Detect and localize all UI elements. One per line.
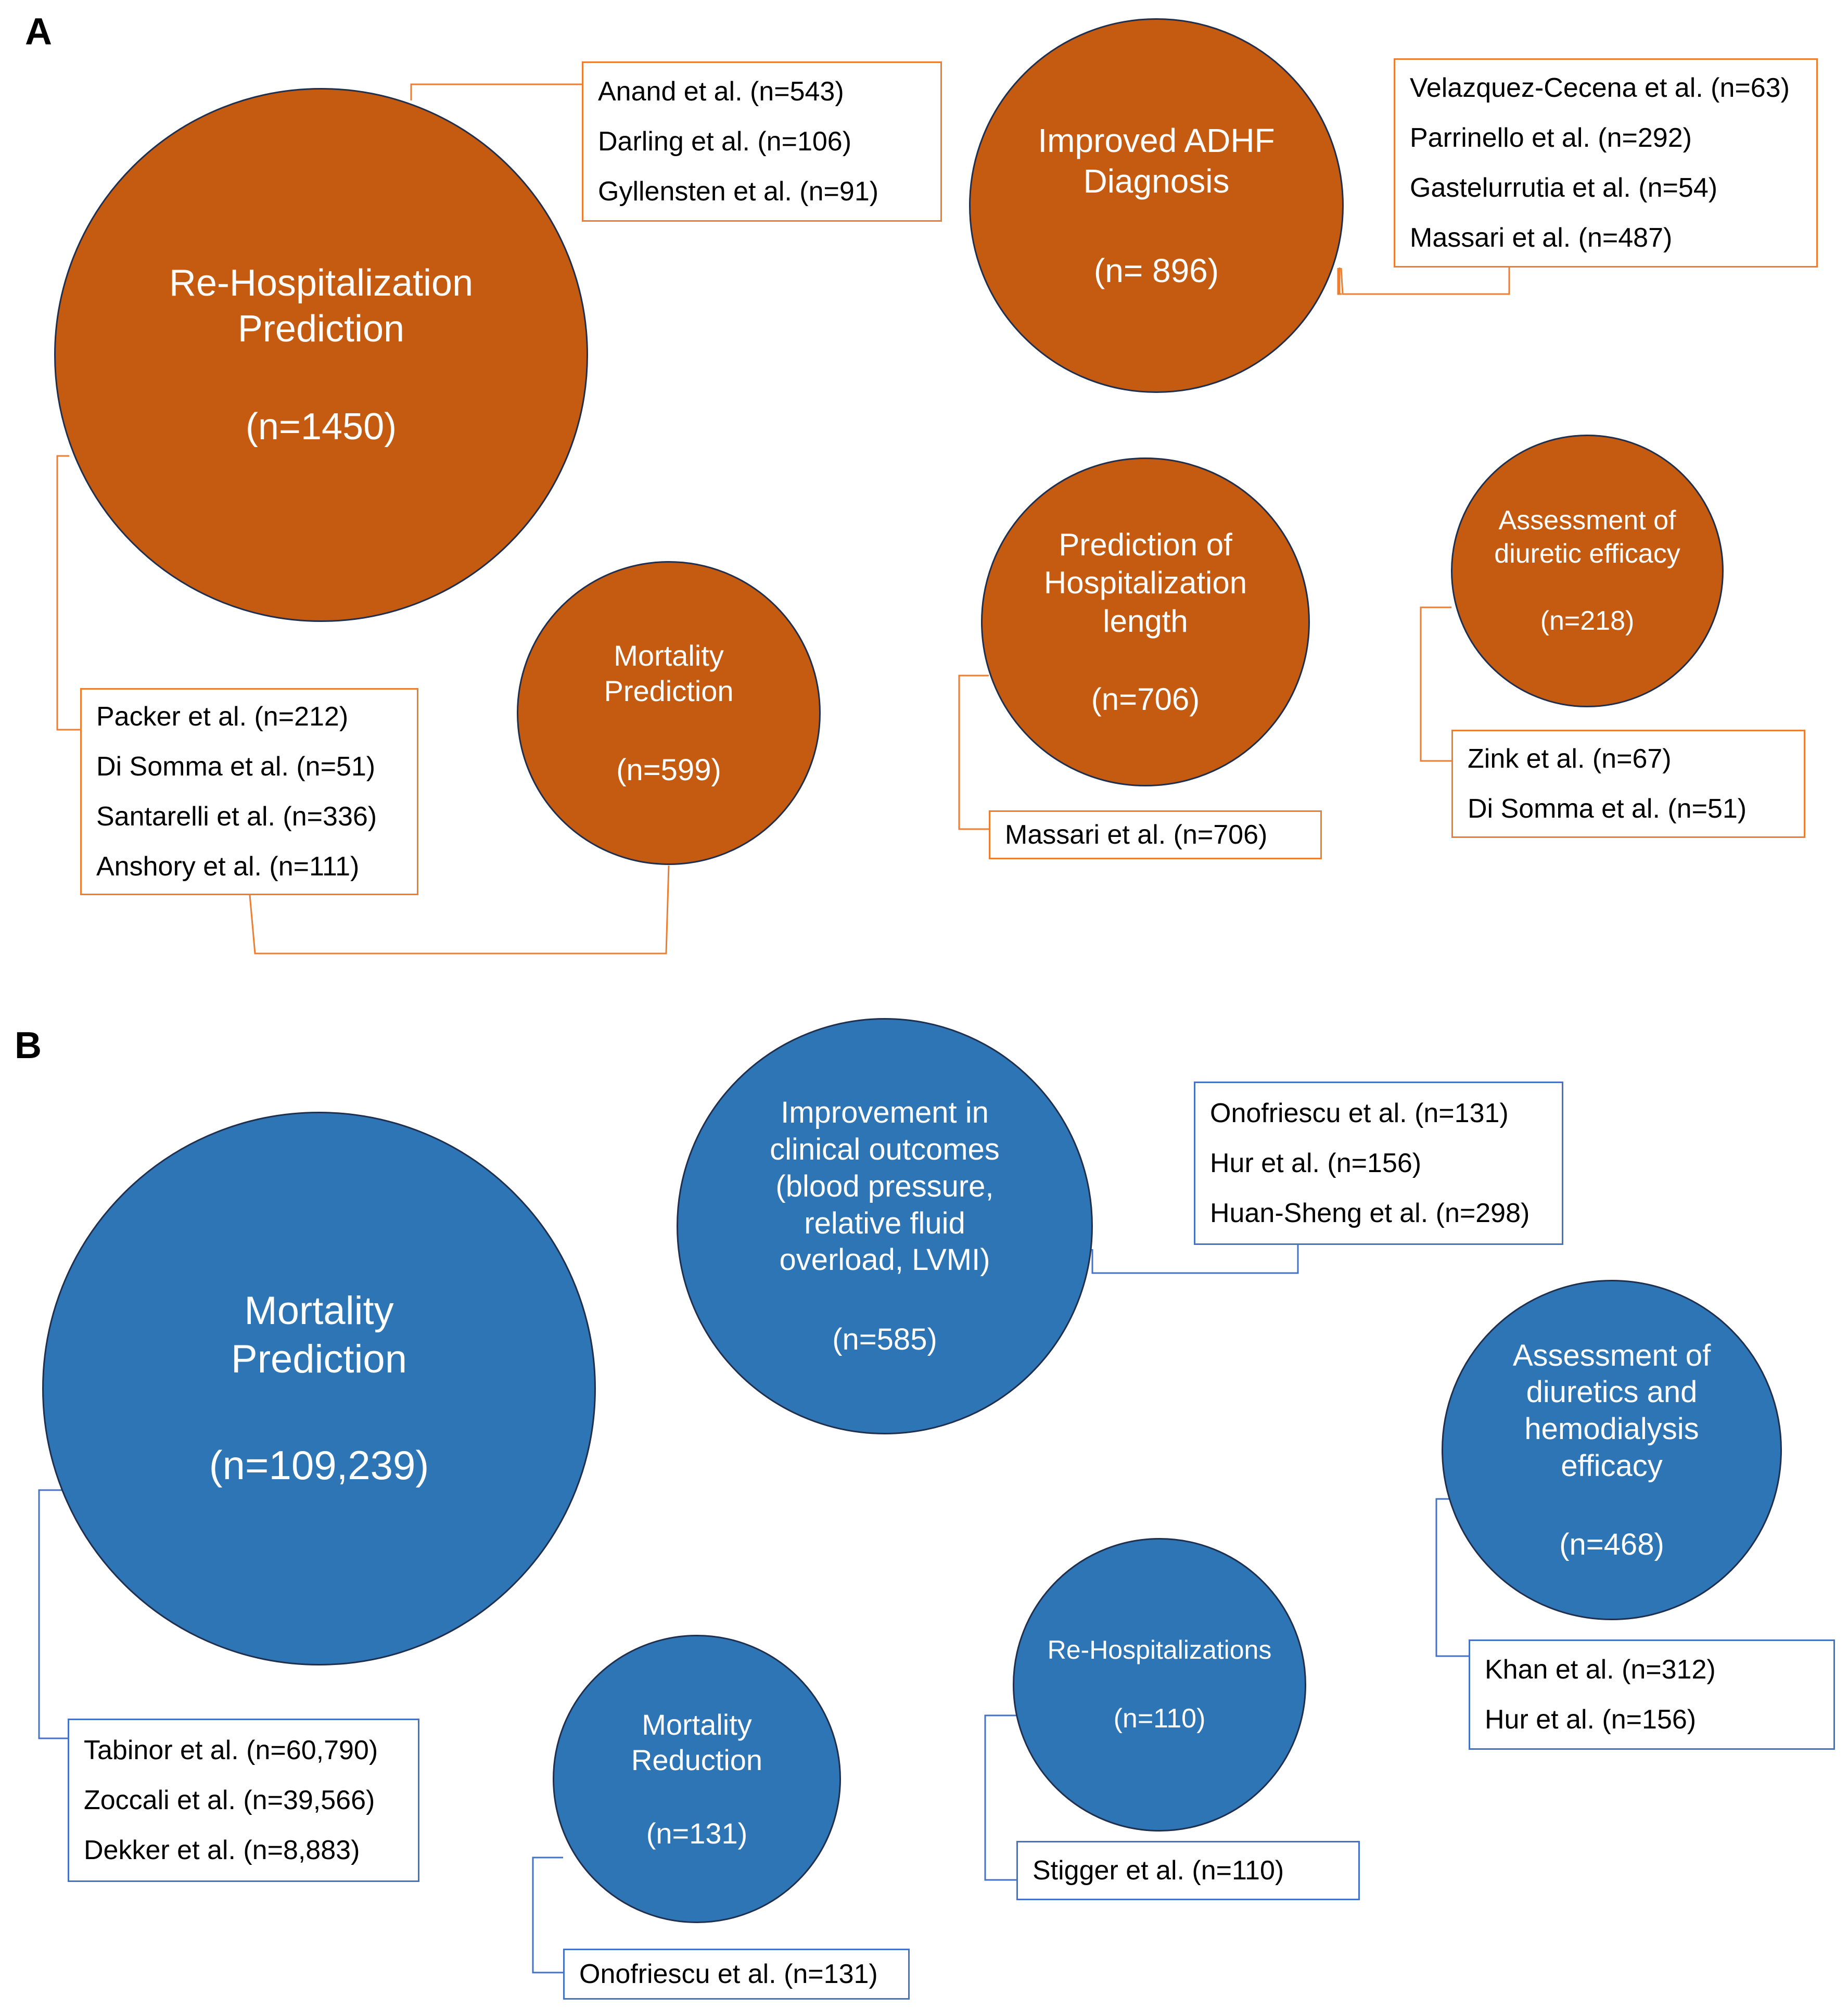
study-reference: Parrinello et al. (n=292) bbox=[1410, 123, 1692, 153]
study-reference: Velazquez-Cecena et al. (n=63) bbox=[1410, 73, 1790, 103]
a-diuretic-circle: Assessment of diuretic efficacy (n=218) bbox=[1451, 435, 1724, 707]
a-hosp-length-studies-box: Massari et al. (n=706) bbox=[989, 810, 1322, 859]
a-rehosp-circle: Re-Hospitalization Prediction (n=1450) bbox=[54, 88, 588, 622]
b-mort-reduction-studies-box: Onofriescu et al. (n=131) bbox=[563, 1949, 910, 2000]
connector-line bbox=[532, 1857, 563, 1974]
a-hosp-length-circle: Prediction of Hospitalization length (n=7… bbox=[981, 457, 1310, 786]
study-reference: Hur et al. (n=156) bbox=[1485, 1705, 1697, 1735]
study-reference: Huan-Sheng et al. (n=298) bbox=[1210, 1198, 1530, 1228]
b-mortality-studies-box: Tabinor et al. (n=60,790) Zoccali et al. … bbox=[68, 1719, 419, 1882]
a-adhf-studies-box: Velazquez-Cecena et al. (n=63) Parrinello… bbox=[1394, 58, 1818, 268]
a-rehosp-studies-box: Anand et al. (n=543) Darling et al. (n=10… bbox=[582, 61, 942, 222]
a-adhf-count: (n= 896) bbox=[1093, 252, 1219, 290]
connector-line bbox=[56, 455, 80, 731]
study-reference: Di Somma et al. (n=51) bbox=[96, 752, 376, 782]
study-reference: Khan et al. (n=312) bbox=[1485, 1655, 1716, 1685]
b-mortality-circle: Mortality Prediction (n=109,239) bbox=[42, 1112, 596, 1665]
a-adhf-title: Improved ADHF Diagnosis bbox=[1038, 122, 1275, 200]
a-mortality-circle: Mortality Prediction (n=599) bbox=[517, 561, 821, 865]
panel-b-label: B bbox=[15, 1025, 42, 1066]
study-reference: Anand et al. (n=543) bbox=[598, 77, 844, 107]
study-reference: Zink et al. (n=67) bbox=[1468, 744, 1672, 774]
b-diuretics-hd-circle: Assessment of diuretics and hemodialysis… bbox=[1442, 1280, 1782, 1620]
b-clinical-studies-box: Onofriescu et al. (n=131) Hur et al. (n=1… bbox=[1194, 1082, 1563, 1245]
study-reference: Dekker et al. (n=8,883) bbox=[84, 1835, 360, 1865]
connector-line bbox=[958, 675, 989, 830]
connector-line bbox=[1339, 268, 1342, 295]
study-reference: Onofriescu et al. (n=131) bbox=[579, 1959, 878, 1989]
a-rehosp-title: Re-Hospitalization Prediction bbox=[169, 262, 474, 350]
b-mort-reduction-title: Mortality Reduction bbox=[631, 1708, 763, 1777]
a-mortality-count: (n=599) bbox=[616, 753, 721, 787]
study-reference: Gastelurrutia et al. (n=54) bbox=[1410, 173, 1718, 203]
b-diuretics-hd-count: (n=468) bbox=[1559, 1527, 1664, 1561]
study-reference: Zoccali et al. (n=39,566) bbox=[84, 1785, 375, 1815]
study-reference: Massari et al. (n=487) bbox=[1410, 223, 1673, 253]
a-diuretic-studies-box: Zink et al. (n=67) Di Somma et al. (n=51) bbox=[1451, 730, 1805, 838]
study-reference: Packer et al. (n=212) bbox=[96, 702, 349, 732]
study-reference: Tabinor et al. (n=60,790) bbox=[84, 1735, 378, 1765]
b-mort-reduction-circle: Mortality Reduction (n=131) bbox=[553, 1635, 841, 1923]
b-rehosp-studies-box: Stigger et al. (n=110) bbox=[1016, 1841, 1360, 1900]
a-diuretic-count: (n=218) bbox=[1540, 606, 1635, 637]
study-reference: Hur et al. (n=156) bbox=[1210, 1148, 1422, 1178]
connector-line bbox=[984, 1714, 1016, 1881]
study-reference: Onofriescu et al. (n=131) bbox=[1210, 1098, 1509, 1128]
b-clinical-count: (n=585) bbox=[832, 1323, 937, 1357]
study-reference: Stigger et al. (n=110) bbox=[1033, 1855, 1284, 1886]
b-clinical-title: Improvement in clinical outcomes (blood … bbox=[770, 1096, 1000, 1277]
b-diuretics-hd-studies-box: Khan et al. (n=312) Hur et al. (n=156) bbox=[1469, 1639, 1835, 1750]
study-reference: Santarelli et al. (n=336) bbox=[96, 802, 377, 832]
panel-a-label: A bbox=[25, 11, 52, 53]
connector-line bbox=[38, 1489, 68, 1739]
b-rehosp-circle: Re-Hospitalizations (n=110) bbox=[1013, 1538, 1306, 1832]
study-reference: Darling et al. (n=106) bbox=[598, 126, 852, 157]
b-mort-reduction-count: (n=131) bbox=[646, 1816, 748, 1850]
a-rehosp-count: (n=1450) bbox=[245, 405, 397, 448]
b-clinical-circle: Improvement in clinical outcomes (blood … bbox=[677, 1018, 1093, 1434]
study-reference: Di Somma et al. (n=51) bbox=[1468, 794, 1747, 824]
study-reference: Anshory et al. (n=111) bbox=[96, 851, 360, 882]
b-mortality-count: (n=109,239) bbox=[209, 1442, 429, 1488]
a-hosp-length-title: Prediction of Hospitalization length bbox=[1043, 527, 1247, 639]
a-rehosp-studies-box: Packer et al. (n=212) Di Somma et al. (n=… bbox=[80, 688, 418, 895]
connector-line bbox=[1091, 1245, 1299, 1274]
connector-line bbox=[249, 865, 670, 955]
connector-line bbox=[410, 83, 582, 100]
connector-line bbox=[1340, 268, 1510, 295]
a-mortality-title: Mortality Prediction bbox=[604, 639, 734, 708]
study-reference: Massari et al. (n=706) bbox=[1005, 820, 1268, 850]
connector-line bbox=[1420, 606, 1451, 762]
a-adhf-circle: Improved ADHF Diagnosis (n= 896) bbox=[969, 18, 1344, 393]
a-hosp-length-count: (n=706) bbox=[1091, 681, 1200, 717]
study-reference: Gyllensten et al. (n=91) bbox=[598, 176, 879, 207]
b-rehosp-count: (n=110) bbox=[1113, 1703, 1206, 1734]
b-rehosp-title: Re-Hospitalizations bbox=[1047, 1635, 1272, 1665]
b-mortality-title: Mortality Prediction bbox=[231, 1289, 407, 1382]
a-diuretic-title: Assessment of diuretic efficacy bbox=[1494, 505, 1680, 569]
b-diuretics-hd-title: Assessment of diuretics and hemodialysis… bbox=[1512, 1338, 1711, 1483]
